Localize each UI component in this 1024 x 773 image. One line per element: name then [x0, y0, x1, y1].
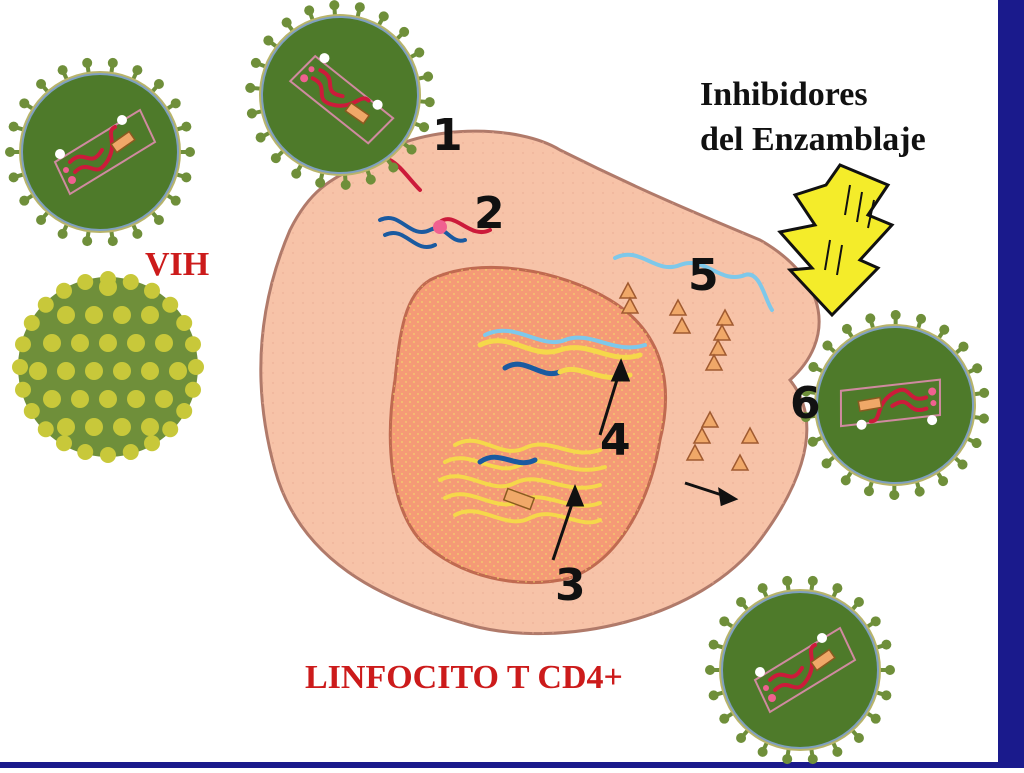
hiv-virion-entering: [245, 0, 435, 190]
hiv-virion-budding: [800, 310, 990, 500]
inhibitor-label-line2: del Enzamblaje: [700, 121, 926, 158]
cytoplasm-rna-step5: [613, 252, 774, 312]
bottom-frame-border: [0, 762, 1024, 768]
viral-proteins: [618, 281, 760, 471]
step-5-label: 5: [688, 250, 719, 301]
step1-entering-rna: [388, 158, 422, 192]
step-1-label: 1: [432, 110, 463, 161]
right-frame-border: [998, 0, 1024, 768]
viral-dna-lower: [477, 454, 538, 466]
virus-label: VIH: [145, 246, 209, 283]
step-6-label: 6: [790, 378, 821, 429]
inhibitor-arrow-icon: [777, 163, 895, 318]
step-4-label: 4: [600, 415, 631, 466]
step-3-label: 3: [555, 560, 586, 611]
hiv-virion-topleft: [5, 57, 195, 247]
cell-label: LINFOCITO T CD4+: [305, 659, 623, 696]
inhibitor-label-line1: Inhibidores: [700, 76, 868, 113]
step2-uncoating: [378, 216, 492, 249]
integrase-protein: [502, 487, 536, 511]
hiv-virion-released: [705, 575, 895, 765]
hiv-surface-view: [12, 271, 204, 463]
step-arrows: [551, 358, 739, 561]
step-2-label: 2: [474, 188, 505, 239]
